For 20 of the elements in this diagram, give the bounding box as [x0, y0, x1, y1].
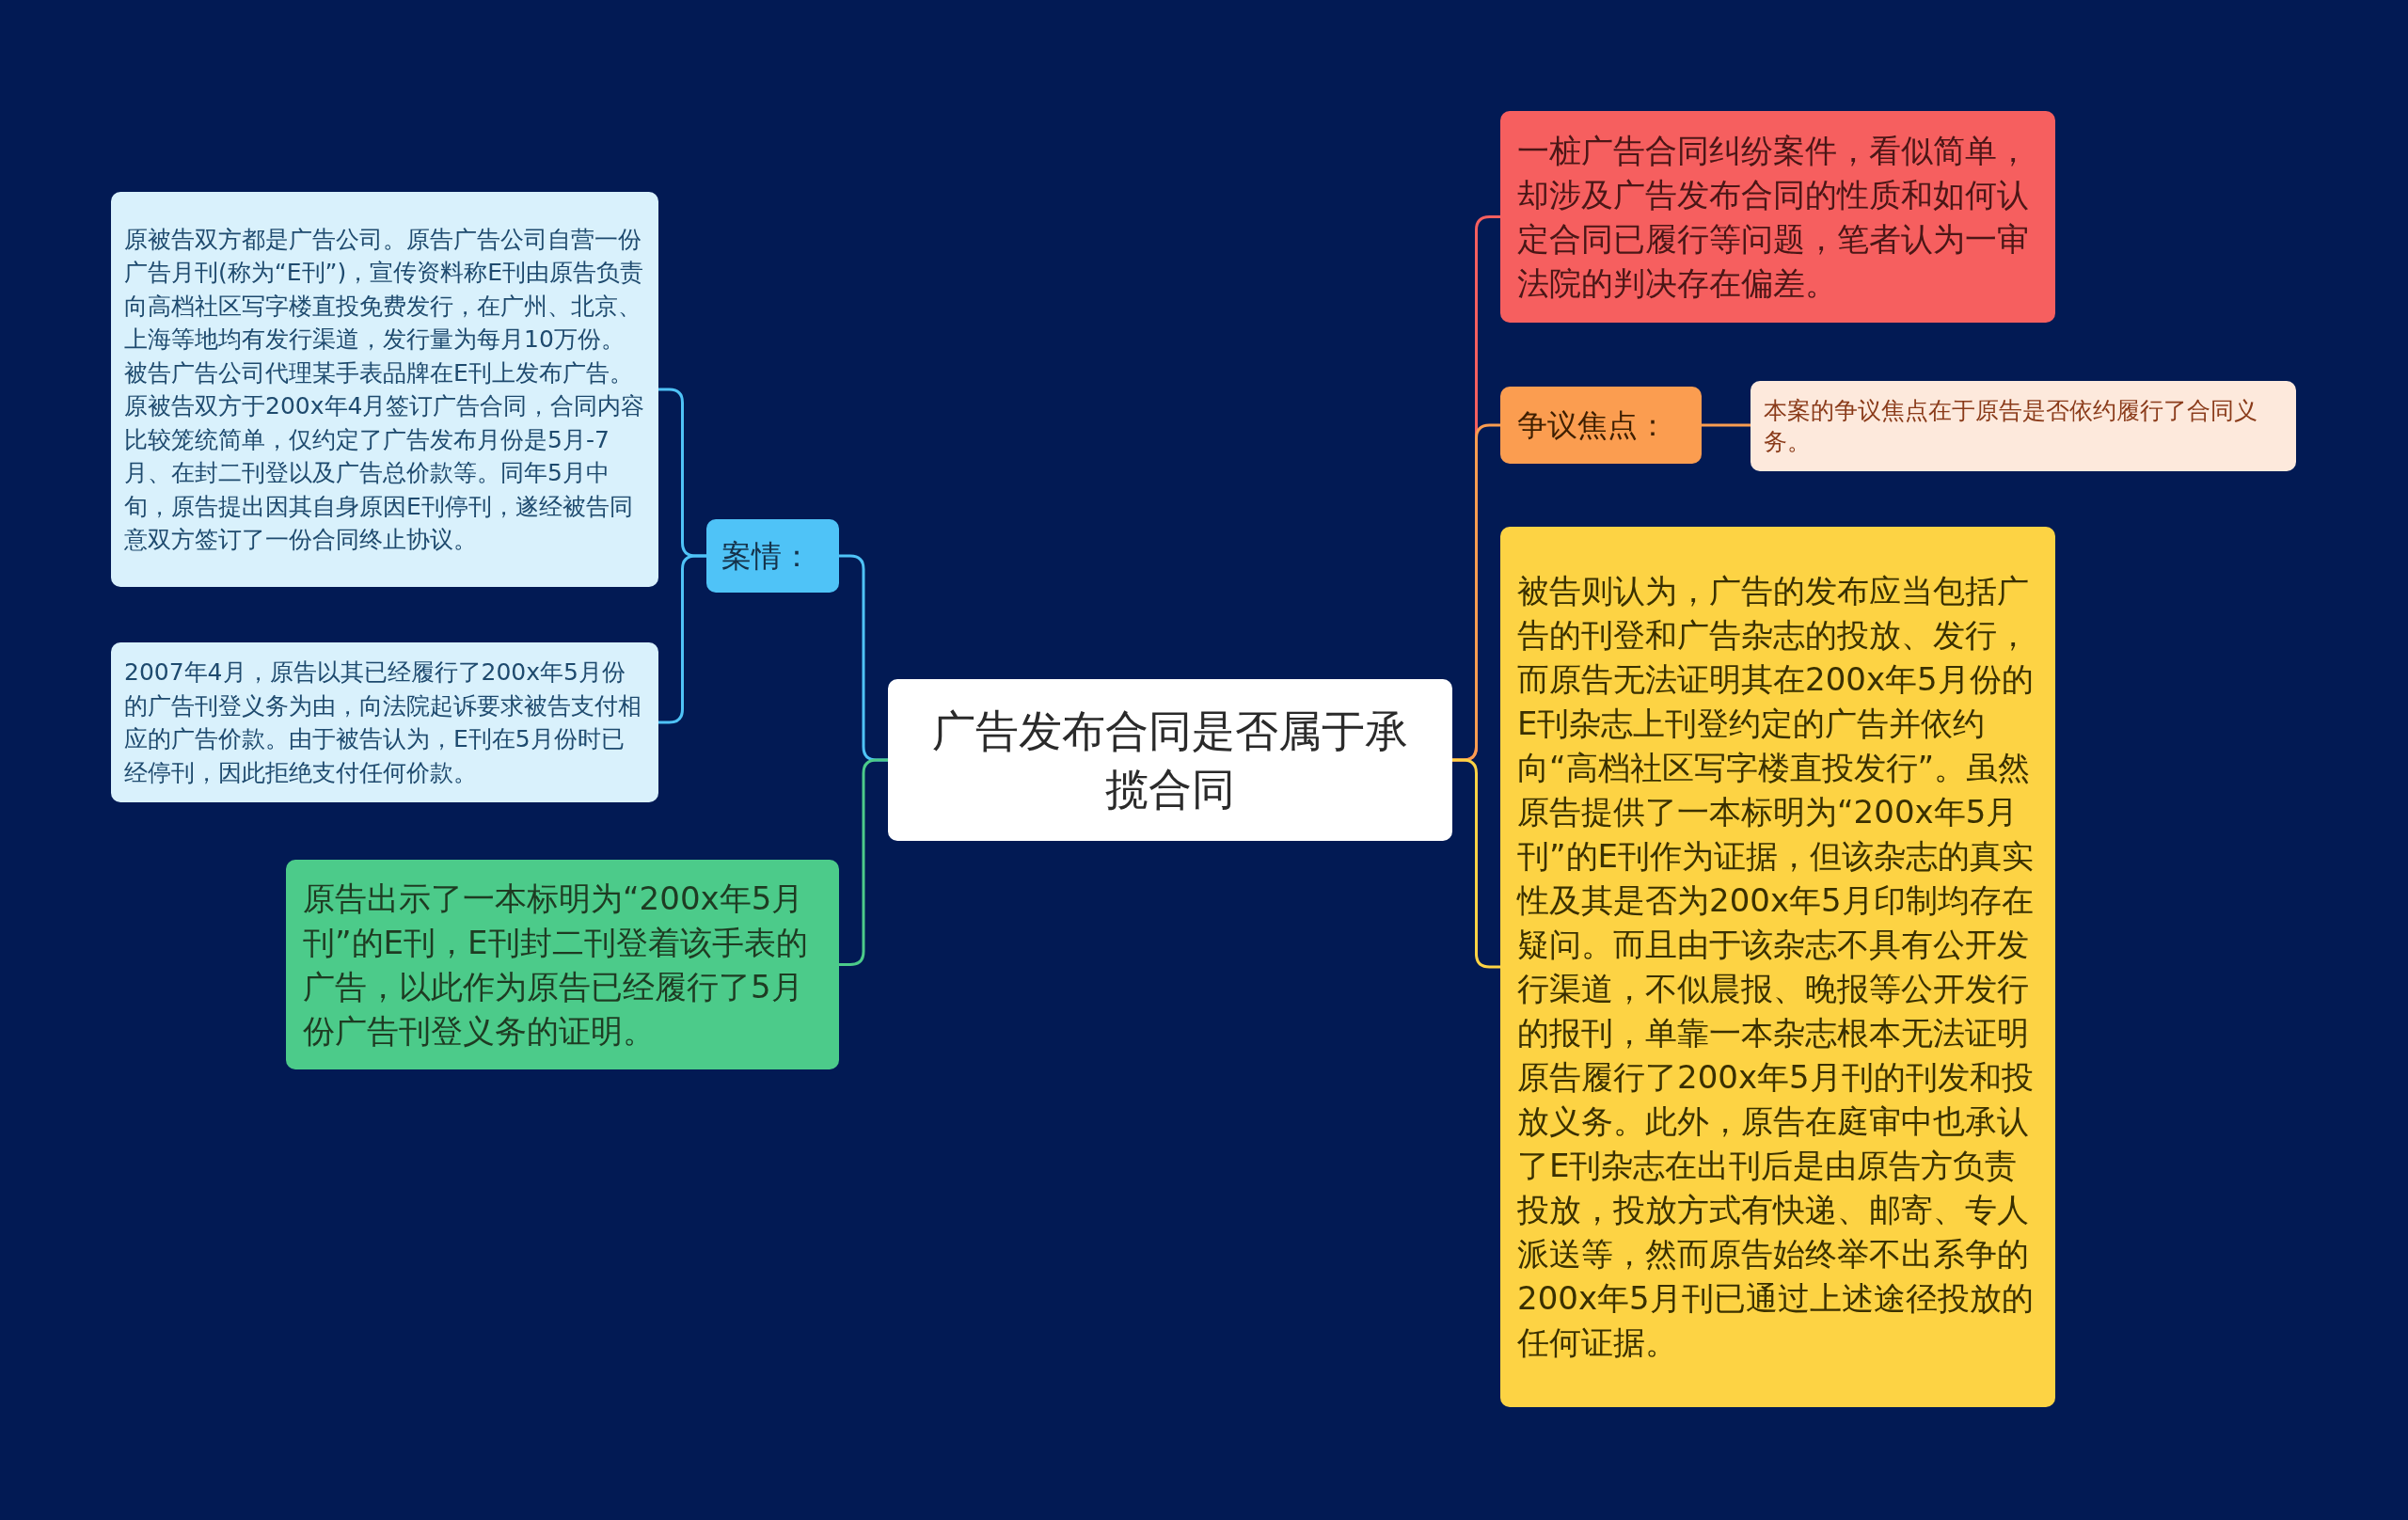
connector-line [1702, 423, 1751, 427]
node-text: 被告则认为，广告的发布应当包括广告的刊登和广告杂志的投放、发行，而原告无法证明其在200x年5月份的E刊杂志上刊登约定的广告并依约向“高档社区写字楼直投发行”。虽然原告提供了一本标明为“200x年5月刊”的E刊作为证据，但该杂志的真实性及其是否为200x年5月印制均存在疑问。而且由于该杂志不具有公开发行渠道，不似晨报、晚报等公开发行的报刊，单靠一本杂志根本无法证明原告履行了200x年5月刊的刊发和投放义务。此外，原告在庭审中也承认了E刊杂志在出刊后是由原告方负责投放，投放方式有快递、邮寄、专人派送等，然而原告始终举不出系争的200x年5月刊已通过上述途径投放的任何证据。 [1517, 571, 2036, 1363]
text-card [1500, 111, 2055, 323]
node-text: 原告出示了一本标明为“200x年5月刊”的E刊，E刊封二刊登着该手表的广告，以此作为原告已经履行了5月份广告刊登义务的证明。 [303, 878, 809, 1052]
node-text: 一桩广告合同纠纷案件，看似简单，却涉及广告发布合同的性质和如何认定合同已履行等问题，笔者认为一审法院的判决存在偏差。 [1517, 130, 2030, 304]
node-text: 争议焦点： [1517, 406, 1668, 444]
central-topic-box [888, 679, 1452, 841]
node-text: 案情： [721, 537, 812, 575]
node-text: 本案的争议焦点在于原告是否依约履行了合同义务。 [1764, 396, 2258, 457]
text-card [1500, 527, 2055, 1407]
text-card [1751, 381, 2296, 471]
node-text: 2007年4月，原告以其已经履行了200x年5月份的广告刊登义务为由，向法院起诉要求被告支付相应的广告价款。由于被告认为，E刊在5月份时已经停刊，因此拒绝支付任何价款。 [124, 657, 642, 788]
node-text: 原被告双方都是广告公司。原告广告公司自营一份广告月刊(称为“E刊”)，宣传资料称E刊由原告负责向高档社区写字楼直投免费发行，在广州、北京、上海等地均有发行渠道，发行量为每月10万份。被告广告公司代理某手表品牌在E刊上发布广告。原被告双方于200x年4月签订广告合同，合同内容比较笼统简单，仅约定了广告发布月份是5月-7月、在封二刊登以及广告总价款等。同年5月中旬，原告提出因其自身原因E刊停刊，遂经被告同意双方签订了一份合同终止协议。 [124, 224, 645, 555]
connector-line [1452, 758, 1500, 969]
node-text: 广告发布合同是否属于承揽合同 [931, 705, 1409, 816]
text-card [111, 642, 658, 802]
topic-box [706, 519, 839, 593]
text-card [111, 192, 658, 587]
topic-box [1500, 387, 1702, 464]
text-card [286, 860, 839, 1069]
